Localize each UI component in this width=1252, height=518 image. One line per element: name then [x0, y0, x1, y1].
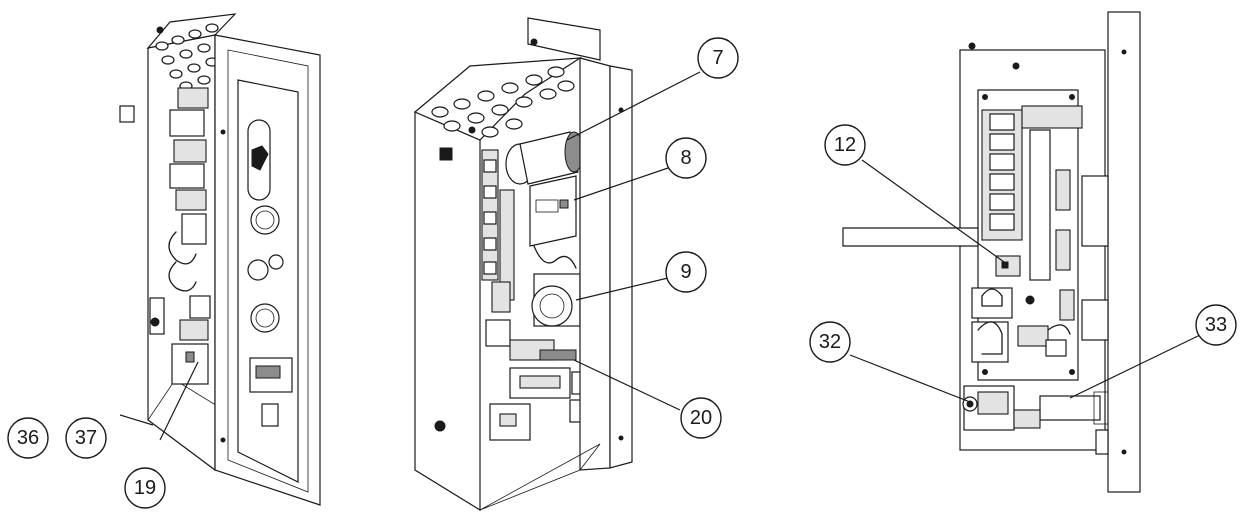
leader-32 — [849, 354, 971, 403]
leader-20 — [573, 359, 681, 411]
leader-8 — [573, 167, 669, 201]
callout-36-label: 36 — [17, 427, 39, 449]
callout-19-label: 19 — [134, 477, 156, 499]
middle-unit — [413, 17, 701, 512]
middle-top-holes — [431, 38, 575, 138]
callout-20-label: 20 — [690, 407, 712, 429]
right-unit — [842, 11, 1201, 493]
left-side-tab — [119, 105, 135, 123]
middle-internal-components — [434, 131, 591, 441]
leader-7 — [566, 71, 701, 141]
left-unit — [119, 13, 321, 506]
callout-8-label: 8 — [680, 147, 691, 169]
leader-33 — [1069, 334, 1201, 399]
callout-12-label: 12 — [834, 134, 856, 156]
part-33-heater-element — [1039, 395, 1101, 421]
callout-37: 37 — [65, 417, 107, 459]
left-knob-middle-icon — [247, 259, 269, 281]
right-side-bar — [842, 227, 979, 247]
callout-12: 12 — [824, 124, 866, 166]
callout-32: 32 — [809, 321, 851, 363]
callout-20: 20 — [680, 397, 722, 439]
callout-36: 36 — [7, 417, 49, 459]
callout-33: 33 — [1195, 304, 1237, 346]
left-front-frame-inner — [227, 49, 309, 493]
left-top-holes — [155, 23, 235, 91]
middle-top-flange — [527, 17, 601, 61]
callout-8: 8 — [665, 137, 707, 179]
callout-32-label: 32 — [819, 331, 841, 353]
callout-9-label: 9 — [680, 261, 691, 283]
left-knob-upper-icon — [250, 205, 280, 235]
leader-12 — [861, 159, 1005, 263]
left-panel-lamp-icon — [251, 145, 269, 171]
right-front-panel-edge — [1107, 11, 1141, 493]
middle-side-label — [439, 147, 453, 161]
middle-enclosure-side — [414, 111, 481, 512]
callout-19: 19 — [124, 467, 166, 509]
part-8-module — [529, 175, 577, 247]
callout-7: 7 — [697, 37, 739, 79]
callout-9: 9 — [665, 251, 707, 293]
left-switch — [261, 403, 279, 427]
right-relay-stack — [981, 105, 1109, 341]
callout-7-label: 7 — [712, 47, 723, 69]
leader-36-37 — [119, 414, 154, 426]
leader-19 — [159, 361, 199, 441]
middle-front-flange — [609, 65, 633, 469]
middle-enclosure-bottom — [479, 443, 601, 511]
leader-9 — [575, 277, 669, 301]
callout-33-label: 33 — [1205, 314, 1227, 336]
callout-37-label: 37 — [75, 427, 97, 449]
left-knob-lower-icon — [250, 303, 280, 333]
